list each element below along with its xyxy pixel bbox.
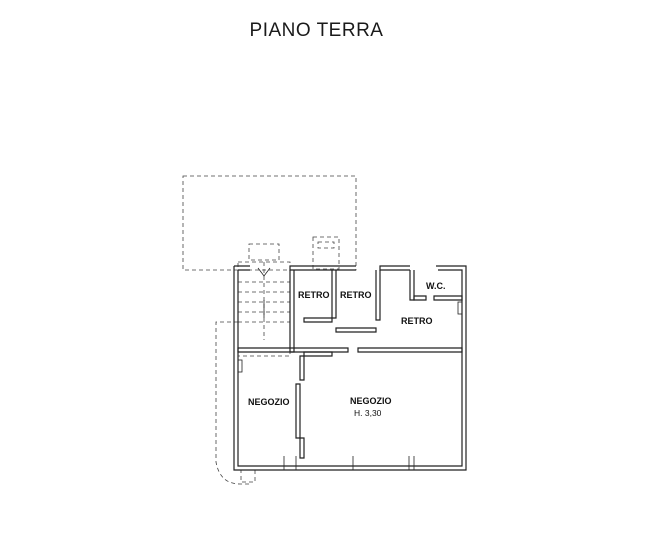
room-height-negozio-main: H. 3,30: [354, 408, 382, 418]
outer-walls: [233, 265, 467, 471]
external-ramp-outline: [215, 321, 252, 485]
side-windows: [237, 301, 463, 373]
room-label-wc: W.C.: [426, 281, 446, 291]
projection-outline: [312, 236, 340, 270]
front-openings: [246, 456, 454, 470]
room-label-retro-right: RETRO: [401, 316, 433, 326]
room-label-retro-middle: RETRO: [340, 290, 372, 300]
entry-step: [240, 469, 256, 483]
projection-inner: [317, 241, 335, 249]
room-label-negozio-left: NEGOZIO: [248, 397, 290, 407]
room-label-retro-left: RETRO: [298, 290, 330, 300]
external-area-outline: [182, 175, 357, 271]
interior-walls: [237, 270, 463, 459]
room-label-negozio-main: NEGOZIO: [350, 396, 392, 406]
staircase: [237, 243, 291, 357]
page-title: PIANO TERRA: [249, 20, 384, 41]
